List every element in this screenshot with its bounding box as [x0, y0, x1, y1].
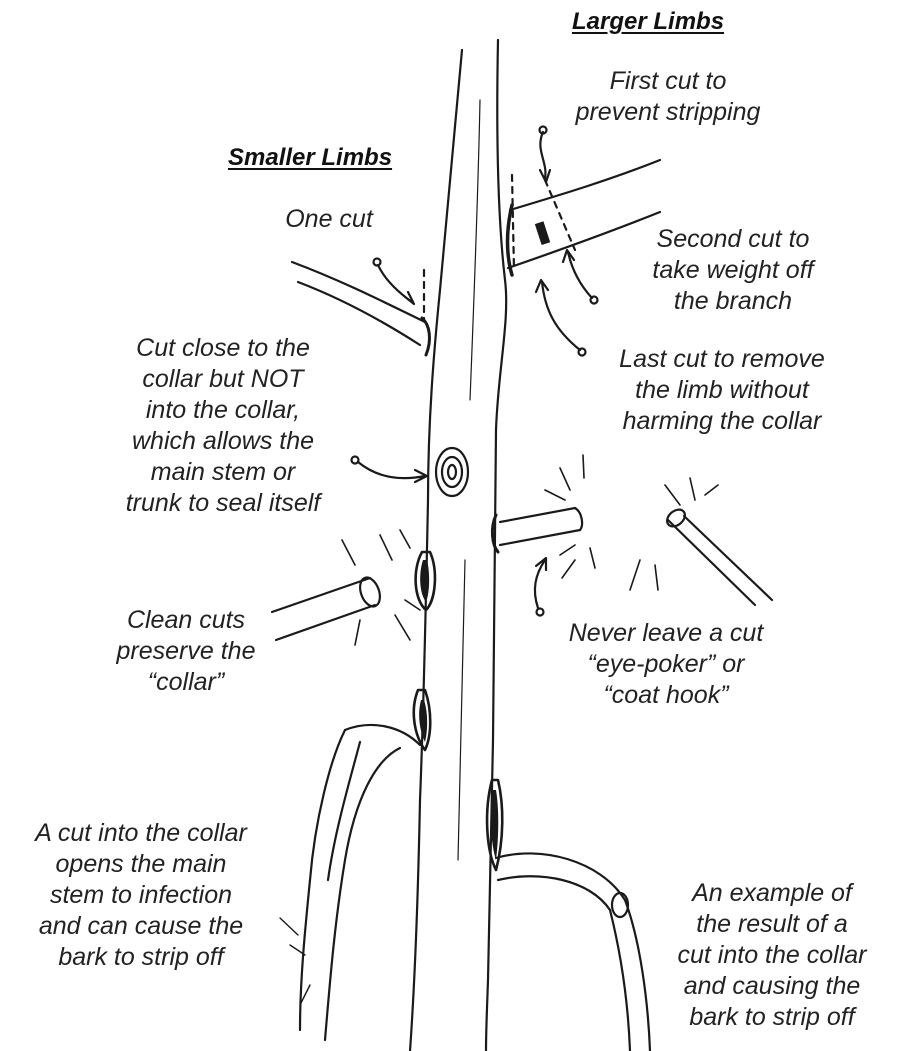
never-leave-arrow [535, 558, 546, 608]
last-cut-line [512, 175, 514, 270]
second-cut-mark [535, 221, 550, 245]
cut-close-dot [352, 457, 359, 464]
label-never-leave: Never leave a cut “eye-poker” or “coat h… [546, 618, 786, 711]
torn-bark-fill [491, 790, 498, 860]
first-cut-dot [540, 127, 547, 134]
lower-right-branch-down-b [610, 910, 630, 1051]
cut-close-arrow [358, 462, 427, 482]
second-cut-dot [591, 297, 598, 304]
label-cut-close: Cut close to the collar but NOT into the… [96, 333, 350, 519]
lower-right-branch-bottom [498, 876, 610, 910]
stub-lower [500, 530, 580, 545]
cut-piece-left-upper [272, 578, 370, 612]
sparkle-right [630, 478, 718, 590]
second-cut-arrow [563, 250, 592, 298]
last-cut-arrow [536, 280, 580, 350]
label-clean-cuts: Clean cuts preserve the “collar” [100, 605, 272, 698]
small-branch-collar [422, 318, 429, 355]
clean-cut-scar-fill [420, 560, 429, 602]
cut-piece-right-upper [668, 520, 755, 605]
small-branch-upper [292, 262, 425, 322]
one-cut-arrow [378, 265, 414, 304]
label-one-cut: One cut [268, 204, 390, 235]
heading-smaller-limbs: Smaller Limbs [228, 144, 392, 172]
never-leave-dot [537, 609, 544, 616]
stub-end [575, 508, 582, 530]
collar-scar-mid [442, 457, 462, 487]
label-last-cut: Last cut to remove the limb without harm… [604, 344, 840, 437]
label-second-cut: Second cut to take weight off the branch [628, 224, 838, 317]
label-example: An example of the result of a cut into t… [654, 878, 890, 1033]
bad-cut-scar-fill [419, 700, 427, 742]
collar-scar-inner [448, 465, 456, 479]
large-limb-collar [508, 205, 513, 275]
label-cut-into-collar: A cut into the collar opens the main ste… [6, 818, 276, 973]
lower-left-branch-b [325, 748, 400, 1040]
one-cut-dot [374, 259, 381, 266]
cut-piece-left-end [356, 575, 383, 609]
trunk-left-edge [410, 50, 462, 1051]
collar-scar-outer [436, 448, 468, 496]
stub-upper [500, 508, 575, 522]
cut-piece-right-end [664, 506, 688, 530]
sparkle-left [342, 530, 420, 645]
first-cut-arrow [540, 132, 550, 182]
label-first-cut: First cut to prevent stripping [548, 66, 788, 128]
heading-larger-limbs: Larger Limbs [572, 8, 724, 36]
lower-left-branch-top [345, 725, 420, 745]
last-cut-dot [579, 349, 586, 356]
large-limb-upper [510, 160, 660, 210]
cut-piece-right-lower [684, 516, 772, 600]
sparkle-stub [545, 455, 595, 578]
lower-right-knot [612, 893, 628, 917]
lower-left-branch-a [300, 730, 345, 1030]
